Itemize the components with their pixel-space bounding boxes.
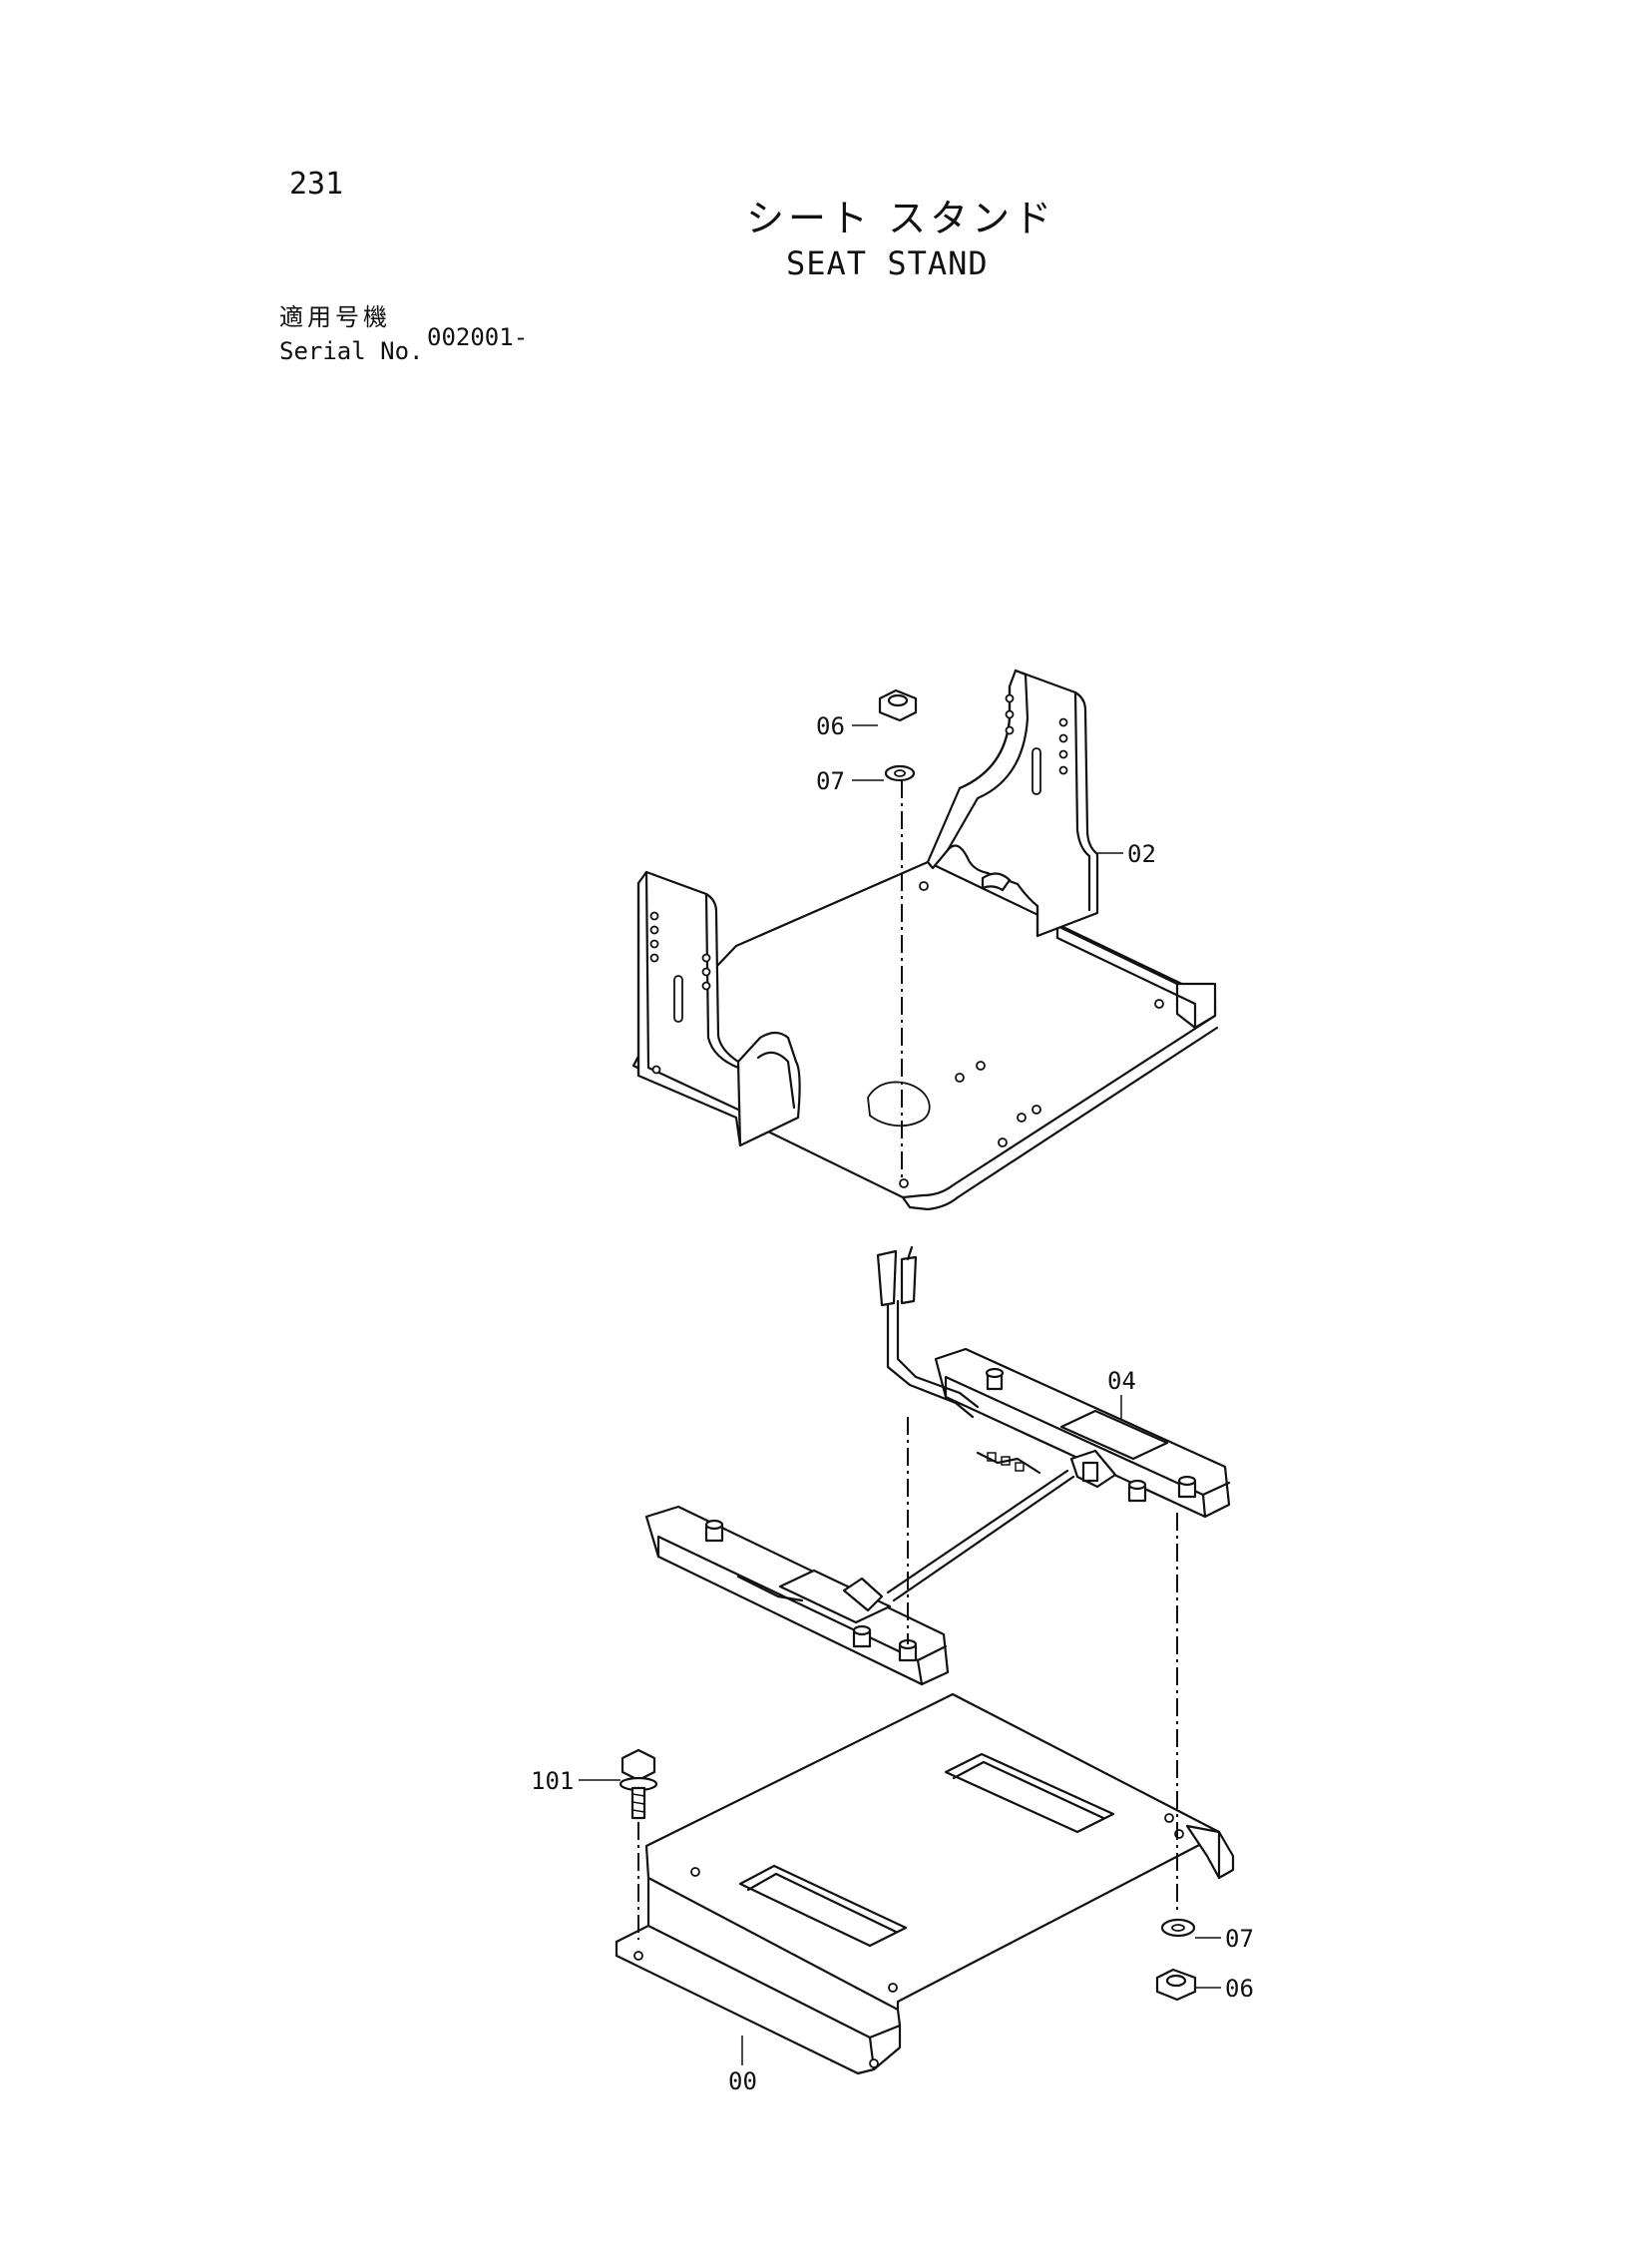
callout-101: 101 [531,1767,574,1795]
seat-bracket-part-02 [631,669,1219,1211]
page-number: 231 [289,167,344,202]
callout-06-bottom: 06 [1225,1975,1254,2003]
page-title-japanese: シート スタンド [746,197,1056,240]
page-title: SEAT STAND [786,244,989,282]
serial-number-value: 002001- [427,323,529,351]
base-plate-part-00 [615,1692,1235,2075]
flange-bolt [619,1748,658,1820]
hex-nut-bottom [1155,1968,1197,2002]
callout-06-top: 06 [816,712,845,740]
spring-washer-bottom [1160,1918,1196,1938]
seat-slide-rails-part-04 [644,1245,1231,1686]
callout-04: 04 [1107,1367,1136,1395]
callout-00: 00 [728,2067,757,2095]
serial-label-japanese: 適用号機 [279,303,391,331]
callout-07-top: 07 [816,767,845,795]
callout-02: 02 [1127,840,1156,868]
spring-washer-top [884,764,916,782]
serial-label: Serial No. [279,337,424,365]
hex-nut-top [878,688,918,722]
callout-07-bottom: 07 [1225,1925,1254,1953]
